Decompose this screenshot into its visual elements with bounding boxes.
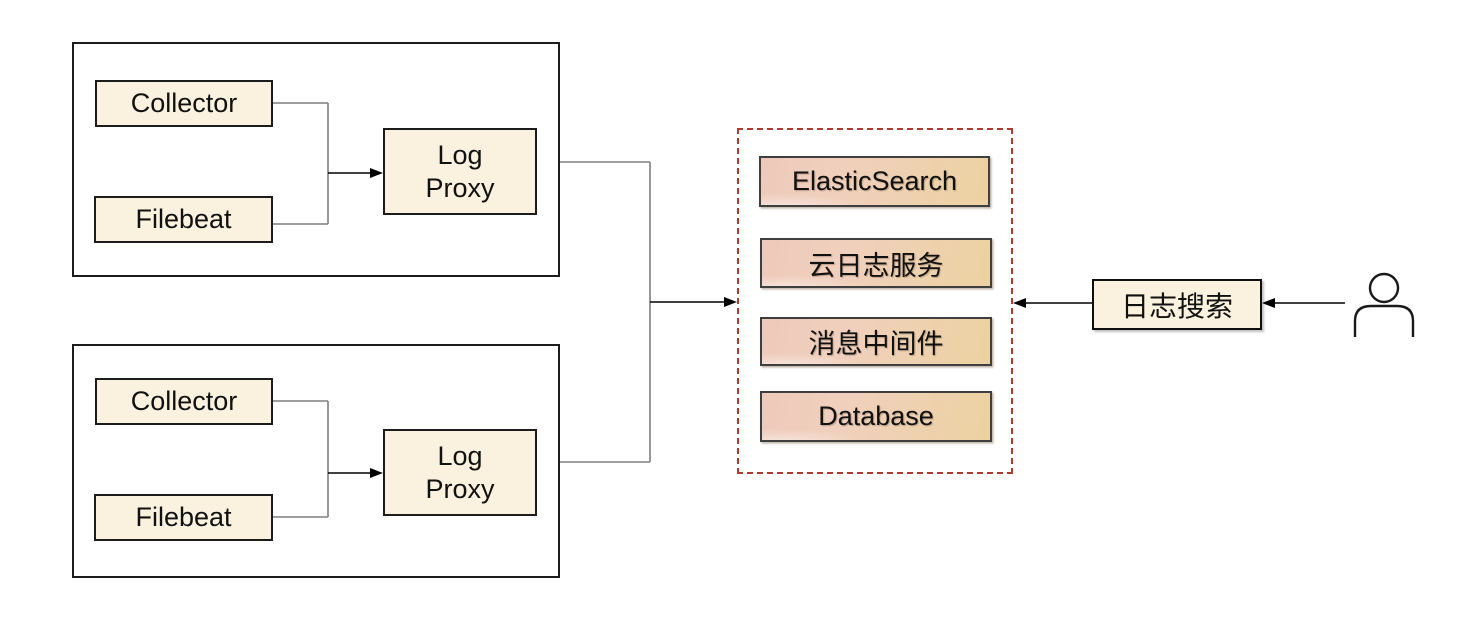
collector-label-1: Collector [130,88,238,118]
message-middleware-box: 消息中间件 [760,317,992,366]
elasticsearch-box: ElasticSearch [759,156,990,207]
log-proxy-box-1: Log Proxy [383,128,537,215]
storage-cluster-boundary [737,128,1013,474]
collector-label-2: Collector [130,386,238,416]
log-proxy-label-1-line1: Log [437,140,483,171]
database-box: Database [760,391,992,442]
agent-group-2 [72,344,560,578]
arrow-search-to-cluster [1013,298,1092,308]
group1-junction-lines [273,102,329,225]
group2-junction-lines [273,400,329,518]
collector-box-1: Collector [95,80,273,127]
log-proxy-label-2-line2: Proxy [425,473,495,504]
log-proxy-label-2-line1: Log [437,441,483,472]
collector-box-2: Collector [95,378,273,425]
database-label: Database [818,401,934,431]
filebeat-box-2: Filebeat [94,494,273,541]
user-icon [1353,272,1415,337]
log-proxy-box-2: Log Proxy [383,429,537,516]
filebeat-box-1: Filebeat [94,196,273,243]
cloud-log-service-box: 云日志服务 [760,238,992,288]
log-search-box: 日志搜索 [1092,279,1262,330]
message-middleware-label: 消息中间件 [808,329,944,359]
arrow-to-cluster [650,297,737,307]
elasticsearch-label: ElasticSearch [791,166,958,196]
agent-group-1 [72,42,560,277]
log-proxy-label-1-line2: Proxy [425,172,495,203]
arrow-to-proxy-1 [328,168,383,178]
merge-lines [560,161,651,463]
cloud-log-service-label: 云日志服务 [808,250,944,281]
filebeat-label-1: Filebeat [135,204,232,234]
log-search-label: 日志搜索 [1120,290,1233,322]
arrow-user-to-search [1262,298,1345,308]
filebeat-label-2: Filebeat [135,502,232,532]
arrow-to-proxy-2 [328,468,383,478]
